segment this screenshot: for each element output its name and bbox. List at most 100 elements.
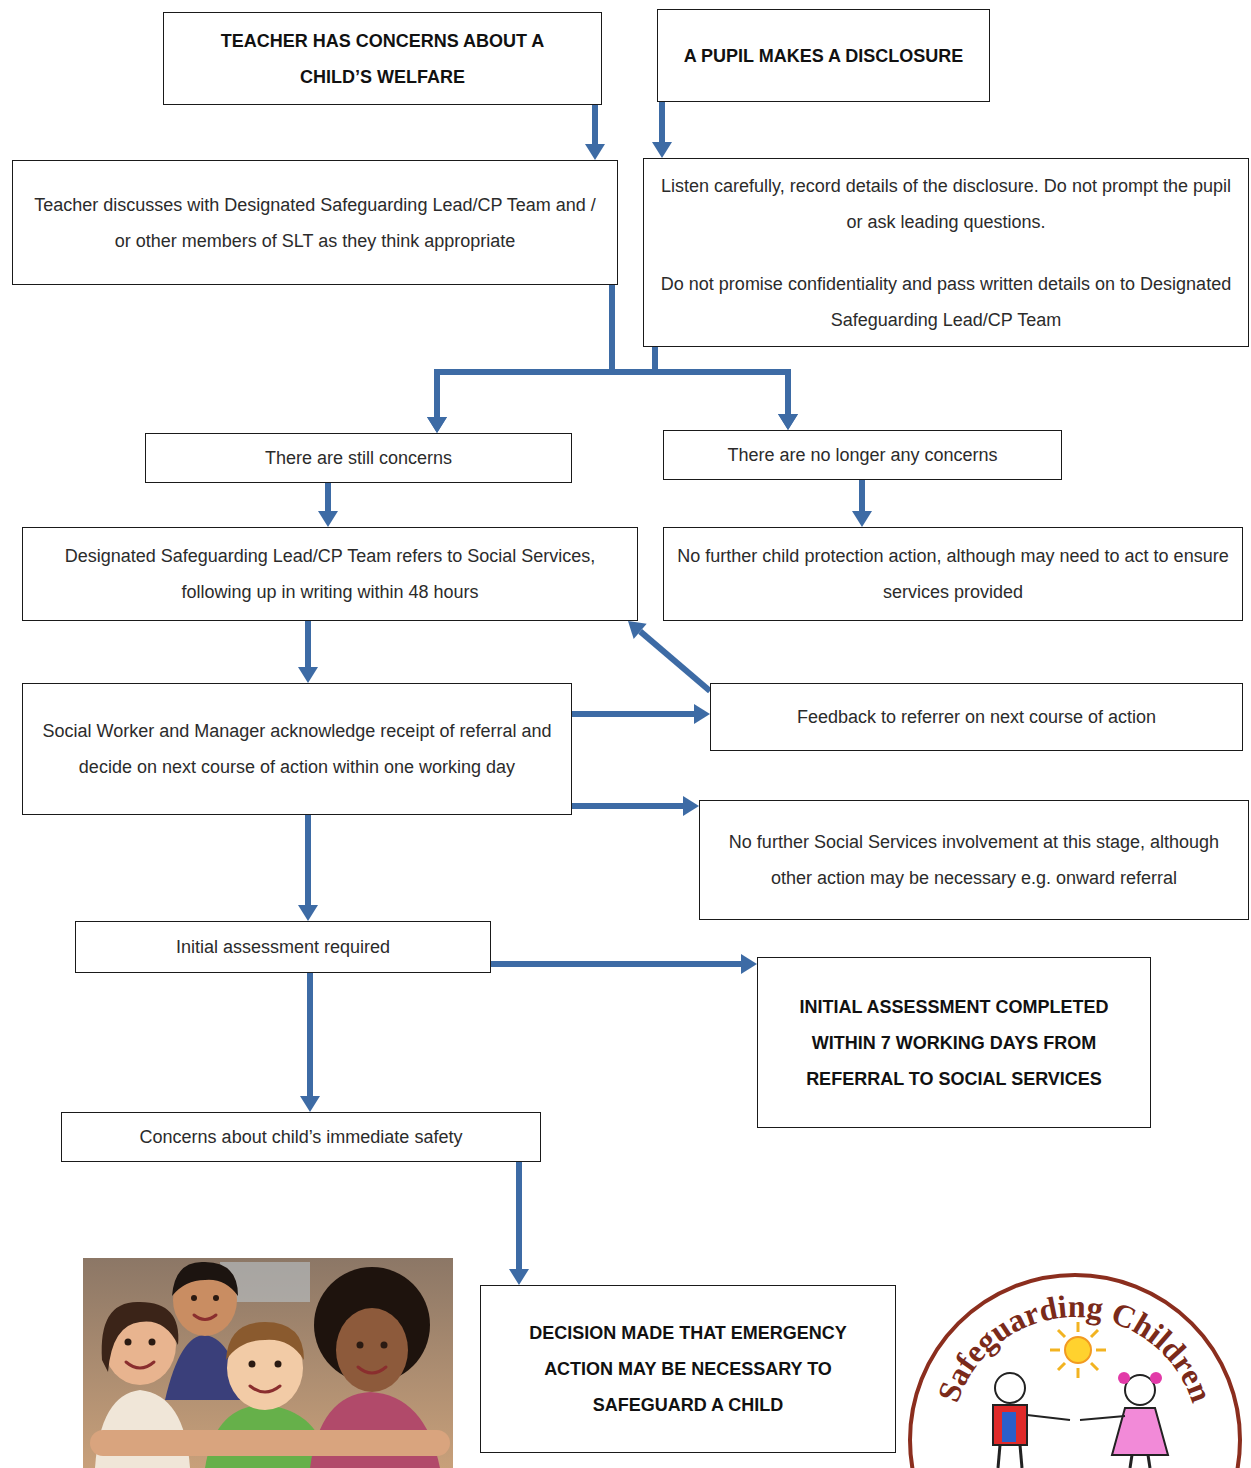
illustration-part <box>336 1308 408 1392</box>
illustration-part <box>1080 1416 1125 1420</box>
illustration-part <box>191 1295 197 1301</box>
illustration-part <box>381 1342 388 1349</box>
arrow-head <box>427 417 447 433</box>
arrow-head <box>778 414 798 430</box>
flow-arrow <box>427 347 655 433</box>
arrow-shaft <box>307 973 313 1096</box>
illustration-part <box>357 1342 364 1349</box>
box-text: No further Social Services involvement a… <box>712 824 1236 896</box>
illustration-part <box>250 1386 280 1392</box>
box-text: Designated Safeguarding Lead/CP Team ref… <box>35 538 625 610</box>
box-text: Initial assessment required <box>176 929 390 965</box>
process-box: Teacher discusses with Designated Safegu… <box>12 160 618 285</box>
arrow-head <box>318 511 338 527</box>
illustration-part <box>90 1430 450 1456</box>
illustration-part <box>1077 1368 1080 1378</box>
process-box: DECISION MADE THAT EMERGENCY ACTION MAY … <box>480 1285 896 1453</box>
process-box: Initial assessment required <box>75 921 491 973</box>
box-text: Social Worker and Manager acknowledge re… <box>35 713 559 785</box>
process-box: Social Worker and Manager acknowledge re… <box>22 683 572 815</box>
arrow-shaft <box>592 105 598 144</box>
arrow-head <box>300 1096 320 1112</box>
illustration-part <box>126 1362 154 1368</box>
logo-text: Safeguarding Children <box>930 1288 1220 1407</box>
box-text: Do not promise confidentiality and pass … <box>656 266 1236 338</box>
illustration-part <box>1058 1330 1065 1337</box>
illustration-part <box>102 1302 179 1372</box>
illustration-part <box>995 1373 1025 1403</box>
box-text: DECISION MADE THAT EMERGENCY ACTION MAY … <box>503 1315 873 1423</box>
box-text: A PUPIL MAKES A DISCLOSURE <box>684 38 964 74</box>
illustration-part <box>1050 1322 1106 1378</box>
illustration-part <box>358 1367 386 1373</box>
box-text: Concerns about child’s immediate safety <box>140 1119 463 1155</box>
process-box: TEACHER HAS CONCERNS ABOUT A CHILD’S WEL… <box>163 12 602 105</box>
arrow-shaft <box>655 347 788 414</box>
process-box: Concerns about child’s immediate safety <box>61 1112 541 1162</box>
arrow-head <box>741 954 757 974</box>
arrow-head <box>585 144 605 160</box>
process-box: There are no longer any concerns <box>663 430 1062 480</box>
illustration-part <box>83 1258 453 1468</box>
flow-arrow <box>585 105 605 160</box>
box-text: There are still concerns <box>265 440 452 476</box>
illustration-part <box>1096 1349 1106 1352</box>
illustration-part <box>1118 1372 1130 1384</box>
illustration-part <box>194 1315 216 1320</box>
arrow-shaft <box>516 1162 522 1269</box>
illustration-part <box>172 1262 238 1296</box>
arrow-shaft <box>437 347 655 417</box>
process-box: No further child protection action, alth… <box>663 527 1243 621</box>
illustration-part <box>226 1322 304 1360</box>
box-text: Listen carefully, record details of the … <box>656 168 1236 240</box>
illustration-part <box>1150 1372 1162 1384</box>
arrow-head <box>852 511 872 527</box>
flow-arrow <box>652 102 672 158</box>
flow-arrow <box>318 483 338 527</box>
flow-arrow <box>427 285 612 433</box>
illustration-part <box>910 1275 1240 1468</box>
illustration-part <box>1002 1412 1016 1442</box>
arrow-head <box>298 667 318 683</box>
box-text: No further child protection action, alth… <box>676 538 1230 610</box>
process-box: Listen carefully, record details of the … <box>643 158 1249 347</box>
flow-arrow <box>300 973 320 1112</box>
process-box: INITIAL ASSESSMENT COMPLETED WITHIN 7 WO… <box>757 957 1151 1128</box>
flow-arrow <box>655 347 798 430</box>
illustration-part <box>1091 1330 1098 1337</box>
arrow-shaft <box>305 815 311 905</box>
illustration-part <box>1027 1415 1070 1420</box>
illustration-part <box>998 1445 1000 1468</box>
arrow-head <box>694 704 710 724</box>
arrow-shaft <box>437 285 612 417</box>
illustration-part <box>1058 1363 1065 1370</box>
logo-text: Safeguarding Children <box>930 1288 1220 1407</box>
arrow-shaft <box>659 102 665 142</box>
illustration-part <box>1130 1455 1132 1468</box>
illustration-part <box>125 1295 388 1368</box>
illustration-part <box>1020 1445 1022 1468</box>
flow-arrow <box>491 954 757 974</box>
arrow-shaft <box>572 711 694 717</box>
illustration-part <box>249 1361 256 1368</box>
flow-arrow <box>509 1162 529 1285</box>
arrow-shaft <box>859 480 865 511</box>
arrow-head <box>509 1269 529 1285</box>
process-box: Feedback to referrer on next course of a… <box>710 683 1243 751</box>
box-text: There are no longer any concerns <box>727 437 997 473</box>
process-box: No further Social Services involvement a… <box>699 800 1249 920</box>
illustration-part <box>125 1339 132 1346</box>
illustration-part <box>95 1390 190 1468</box>
arrow-head <box>628 621 647 639</box>
arrow-shaft <box>305 621 311 667</box>
process-box: Designated Safeguarding Lead/CP Team ref… <box>22 527 638 621</box>
arrow-head <box>652 142 672 158</box>
arrow-head <box>427 417 447 433</box>
flow-arrow <box>572 796 699 816</box>
box-text: INITIAL ASSESSMENT COMPLETED WITHIN 7 WO… <box>780 989 1128 1097</box>
illustration-part <box>1050 1349 1060 1352</box>
illustration-part <box>1148 1455 1150 1468</box>
illustration-part <box>993 1405 1027 1445</box>
box-text: TEACHER HAS CONCERNS ABOUT A CHILD’S WEL… <box>186 23 579 95</box>
